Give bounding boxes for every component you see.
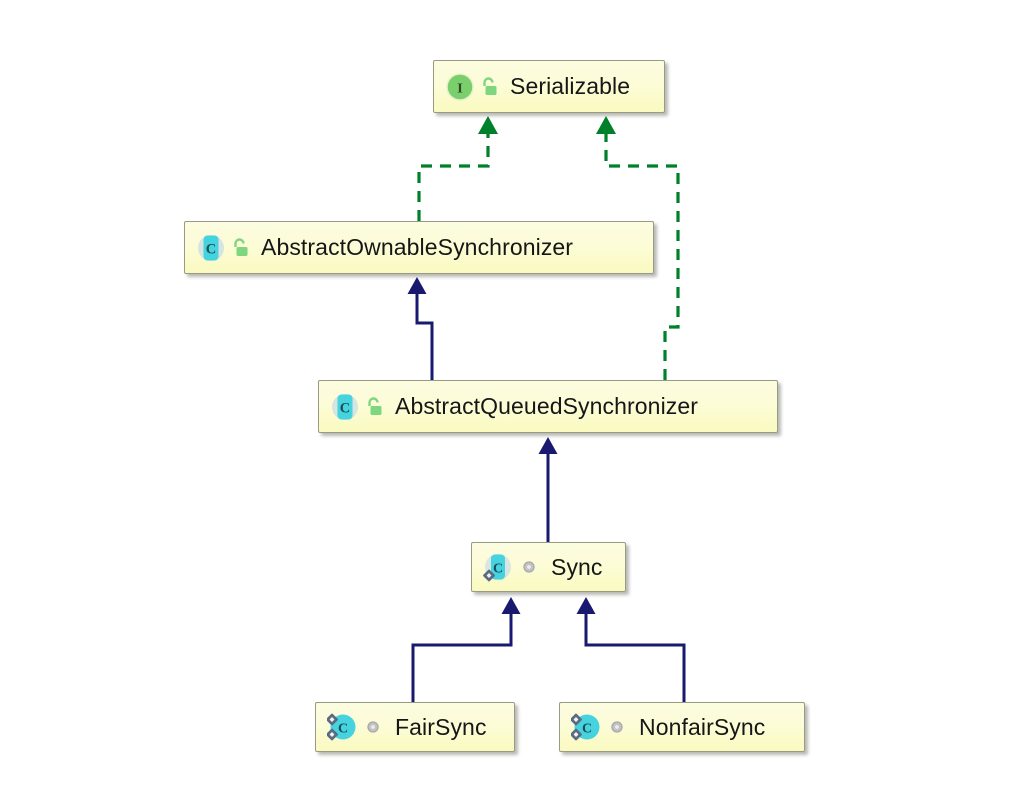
uml-node-nonfair-sync[interactable]: C NonfairSync <box>559 702 805 752</box>
abstract-class-icon: C <box>330 392 360 422</box>
svg-text:C: C <box>582 722 592 737</box>
icon-cluster: C <box>196 233 261 263</box>
uml-node-label: Sync <box>551 553 603 580</box>
public-unlocked-padlock-icon <box>365 396 384 418</box>
icon-cluster: C <box>330 392 395 422</box>
uml-node-label: FairSync <box>395 713 487 740</box>
icon-cluster: C <box>326 712 395 742</box>
package-private-circle-icon <box>522 560 536 574</box>
svg-text:C: C <box>493 562 503 577</box>
svg-text:I: I <box>457 81 462 96</box>
uml-node-label: Serializable <box>510 73 631 99</box>
uml-node-sync[interactable]: C Sync <box>471 542 626 592</box>
edge-aos-implements-serializable <box>417 116 498 221</box>
public-unlocked-padlock-icon <box>480 76 499 98</box>
icon-cluster: I <box>445 72 510 102</box>
uml-node-serializable[interactable]: I Serializable <box>433 60 665 113</box>
icon-cluster: C <box>570 712 639 742</box>
abstract-inner-class-icon: C <box>483 552 513 582</box>
uml-node-fair-sync[interactable]: C FairSync <box>315 702 515 752</box>
package-private-circle-icon <box>610 720 624 734</box>
uml-node-label: AbstractQueuedSynchronizer <box>395 393 699 419</box>
svg-text:C: C <box>340 400 350 416</box>
inner-class-icon: C <box>326 712 357 742</box>
public-unlocked-padlock-icon <box>231 237 250 259</box>
interface-icon: I <box>445 72 475 102</box>
uml-node-label: AbstractOwnableSynchronizer <box>261 234 574 260</box>
uml-node-abstract-ownable-synchronizer[interactable]: C AbstractOwnableSynchronizer <box>184 221 654 274</box>
svg-text:C: C <box>338 722 348 737</box>
edge-fairsync-extends-sync <box>411 597 521 702</box>
icon-cluster: C <box>483 552 551 582</box>
inner-class-icon: C <box>570 712 601 742</box>
abstract-class-icon: C <box>196 233 226 263</box>
package-private-circle-icon <box>366 720 380 734</box>
uml-node-abstract-queued-synchronizer[interactable]: C AbstractQueuedSynchronizer <box>318 380 778 433</box>
uml-node-label: NonfairSync <box>639 713 766 740</box>
svg-text:C: C <box>206 241 216 257</box>
edge-nonfairsync-extends-sync <box>576 597 686 702</box>
edge-aqs-extends-aos <box>407 277 434 380</box>
